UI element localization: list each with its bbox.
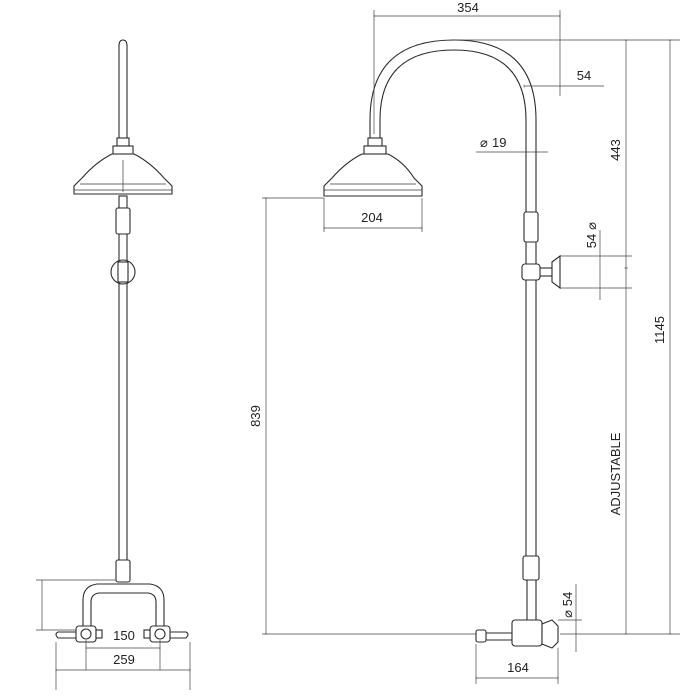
dim-tap-overall-width-label: 259	[113, 652, 135, 667]
side-lower-sleeve	[522, 555, 540, 581]
dim-arm-diameter-label: 19	[492, 135, 506, 150]
dim-adjustable-label: ADJUSTABLE	[608, 432, 623, 515]
front-view: 150 259	[36, 39, 191, 690]
dim-bracket-lower-diameter-symbol: ⌀	[560, 610, 575, 618]
dim-overall-projection-label: 354	[457, 0, 479, 15]
side-upper-bracket-clamp	[521, 263, 541, 281]
front-right-tap	[143, 625, 189, 643]
front-right-tap-flange	[143, 629, 151, 639]
dim-rose-height-label: 839	[248, 405, 263, 427]
front-right-tap-boss	[154, 628, 166, 640]
dim-rose-offset-label: 54	[577, 68, 591, 83]
side-rose-collar	[363, 145, 387, 155]
front-shower-rose	[73, 153, 173, 195]
front-riser-pipe-top	[118, 39, 128, 139]
front-rose-collar	[112, 145, 134, 155]
dim-overall-height-label: 1145	[652, 316, 667, 344]
dim-bracket-lower-diameter-label: 54	[560, 592, 575, 606]
front-wall-bracket-ring	[110, 259, 136, 285]
front-tap-body-u	[82, 583, 165, 630]
side-shower-rose	[323, 153, 423, 197]
front-wall-bracket-clamp	[117, 261, 129, 283]
front-left-tap-lever	[55, 631, 76, 639]
front-rose-joint	[116, 137, 130, 147]
dim-bracket-upper-diameter-label: 54	[584, 234, 599, 248]
side-gooseneck-inner	[379, 49, 527, 212]
front-right-tap-body	[149, 625, 171, 643]
side-view: 354 54 ⌀ 19 204 839 54 ⌀ 443 ADJUSTABLE	[248, 0, 680, 684]
side-tap-body	[511, 619, 543, 647]
front-left-tap-boss	[80, 628, 92, 640]
side-gooseneck-outer	[369, 39, 537, 212]
front-slider-sleeve	[115, 207, 131, 235]
front-left-tap-body	[75, 625, 97, 643]
dim-rose-diameter-label: 204	[361, 210, 383, 225]
dim-arm-diameter-symbol: ⌀	[480, 135, 488, 150]
front-upper-coupling	[118, 195, 128, 209]
dim-bracket-upper-diameter-symbol: ⌀	[584, 222, 599, 230]
side-rose-joint	[367, 137, 383, 147]
front-lower-coupling	[115, 559, 131, 583]
front-right-tap-lever	[170, 631, 189, 639]
side-tap-handle	[475, 629, 487, 643]
side-upper-sleeve	[523, 211, 539, 243]
dim-tap-centres-label: 150	[113, 628, 135, 643]
side-upper-wall-flange	[551, 254, 561, 290]
front-left-tap	[55, 625, 103, 643]
side-lower-wall-flange	[541, 619, 559, 649]
dim-wall-projection-label: 164	[507, 660, 529, 675]
dim-top-bracket-height-label: 443	[608, 139, 623, 161]
front-left-tap-flange	[95, 629, 103, 639]
